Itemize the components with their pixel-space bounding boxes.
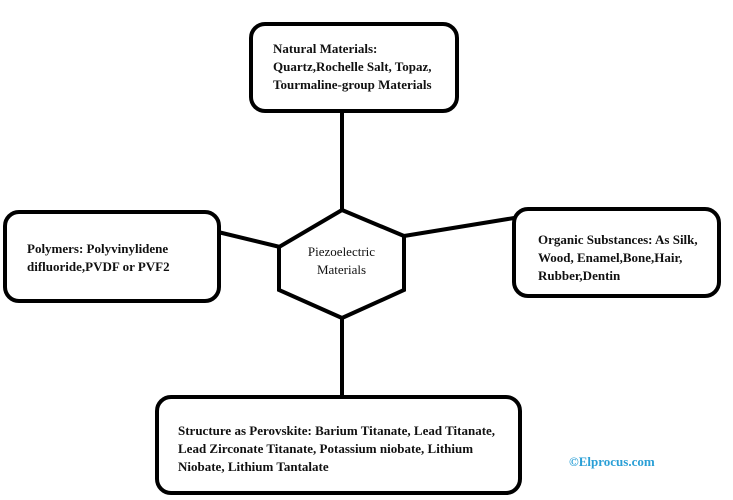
box-line: Lead Zirconate Titanate, Potassium nioba… <box>178 441 474 456</box>
perovskite-box: Structure as Perovskite: Barium Titanate… <box>155 395 522 495</box>
copyright-watermark: ©Elprocus.com <box>569 454 655 469</box>
box-line: Polymers: Polyvinylidene <box>27 241 169 256</box>
center-line: Materials <box>316 262 367 277</box>
organic-substances-box: Organic Substances: As Silk, Wood, Ename… <box>512 207 721 298</box>
box-line: Structure as Perovskite: Barium Titanate… <box>178 423 496 438</box>
box-line: Tourmaline-group Materials <box>273 77 432 92</box>
box-line: Organic Substances: As Silk, <box>538 232 698 247</box>
box-line: Niobate, Lithium Tantalate <box>178 459 329 474</box>
center-label: Piezoelectric Materials <box>279 243 404 279</box>
box-line: Wood, Enamel,Bone,Hair, <box>538 250 683 265</box>
connector-right <box>403 216 515 238</box>
box-line: Rubber,Dentin <box>538 268 621 283</box>
center-hexagon <box>277 207 406 321</box>
connector-left <box>217 230 281 249</box>
center-line: Piezoelectric <box>307 244 376 259</box>
natural-materials-box: Natural Materials: Quartz,Rochelle Salt,… <box>249 22 459 113</box>
box-line: difluoride,PVDF or PVF2 <box>27 259 170 274</box>
box-line: Natural Materials: <box>273 41 378 56</box>
polymers-box: Polymers: Polyvinylidene difluoride,PVDF… <box>3 210 221 303</box>
box-line: Quartz,Rochelle Salt, Topaz, <box>273 59 432 74</box>
